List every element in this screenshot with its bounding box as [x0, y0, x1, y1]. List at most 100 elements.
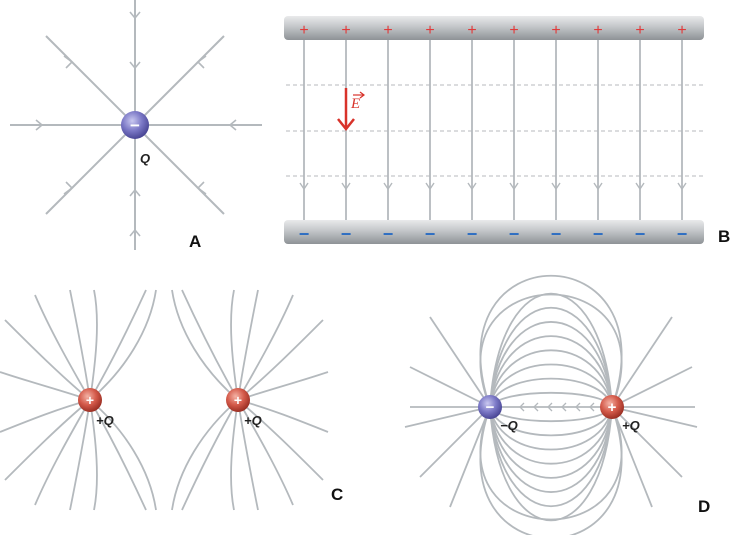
- field-line: [4, 319, 91, 401]
- field-arrowhead: [551, 182, 561, 191]
- minus-sign: −: [635, 224, 646, 244]
- field-line: [479, 406, 623, 535]
- field-arrowhead: [561, 402, 567, 412]
- field-line: [230, 289, 239, 401]
- panel-tag-c: C: [331, 485, 343, 504]
- field-line: [69, 289, 91, 401]
- field-arrowhead: [575, 402, 581, 412]
- minus-sign: −: [467, 224, 478, 244]
- field-line: [489, 377, 613, 408]
- field-label: E: [350, 96, 360, 112]
- field-arrowhead: [589, 402, 595, 412]
- field-line: [181, 289, 239, 401]
- field-vector: E: [337, 88, 365, 132]
- field-line: [69, 399, 91, 511]
- field-arrowhead: [593, 182, 603, 191]
- field-line: [89, 289, 147, 401]
- pos-charge-label: +Q: [622, 418, 640, 433]
- negative-charge-d: [478, 395, 502, 419]
- field-line: [419, 406, 491, 478]
- field-line: [489, 406, 613, 493]
- field-line: [89, 289, 98, 401]
- field-line: [489, 406, 613, 508]
- field-line: [181, 399, 239, 511]
- minus-sign: −: [341, 224, 352, 244]
- plus-sign: +: [467, 22, 476, 39]
- panel-tag-a: A: [189, 232, 201, 251]
- field-line: [409, 366, 491, 408]
- neg-charge-label: −Q: [500, 418, 518, 433]
- charge-sign-left: +: [86, 392, 94, 408]
- repelling-field-lines: [0, 289, 329, 511]
- field-line: [4, 399, 91, 481]
- field-line: [89, 399, 157, 511]
- top-plate: [284, 16, 704, 40]
- field-line: [34, 399, 91, 506]
- field-line: [171, 399, 239, 511]
- plus-sign: +: [551, 22, 560, 39]
- field-arrowhead: [635, 182, 645, 191]
- field-line: [230, 399, 239, 511]
- field-line: [489, 363, 613, 408]
- pos-sign: +: [608, 399, 617, 416]
- panel-c: + +Q + +Q C: [0, 289, 343, 511]
- panel-d: − −Q + +Q D: [404, 275, 710, 535]
- positive-charge-left: [78, 388, 102, 412]
- inward-arrowheads: [35, 11, 237, 237]
- minus-sign: −: [551, 224, 562, 244]
- field-line: [237, 399, 259, 511]
- field-line: [34, 294, 91, 401]
- neg-sign: −: [486, 399, 495, 416]
- positive-plate-signs: ++++++++++: [299, 22, 686, 39]
- negative-plate-signs: −−−−−−−−−−: [299, 224, 688, 244]
- field-line: [489, 406, 613, 479]
- plus-sign: +: [341, 22, 350, 39]
- dipole-field-lines: [404, 275, 698, 535]
- negative-charge: [121, 111, 149, 139]
- field-line: [489, 406, 613, 465]
- positive-charge-right: [226, 388, 250, 412]
- field-line: [237, 294, 294, 401]
- field-line: [0, 399, 91, 433]
- field-line: [489, 335, 613, 408]
- minus-sign: −: [593, 224, 604, 244]
- field-line: [404, 406, 491, 428]
- charge-sign-right: +: [234, 392, 242, 408]
- field-line: [89, 399, 147, 511]
- field-arrowhead: [467, 182, 477, 191]
- panel-tag-b: B: [718, 227, 730, 246]
- field-line: [237, 399, 294, 506]
- minus-sign: −: [677, 224, 688, 244]
- plus-sign: +: [593, 22, 602, 39]
- panel-b: E ++++++++++ −−−−−−−−−− B: [284, 16, 730, 246]
- field-line: [89, 289, 157, 401]
- field-line: [89, 399, 98, 511]
- minus-sign: −: [509, 224, 520, 244]
- field-arrowhead: [677, 182, 687, 191]
- plus-sign: +: [425, 22, 434, 39]
- field-line: [489, 406, 613, 451]
- plus-sign: +: [677, 22, 686, 39]
- field-arrowhead: [341, 182, 351, 191]
- field-arrowhead: [425, 182, 435, 191]
- field-line: [171, 289, 239, 401]
- uniform-field-lines: [299, 40, 687, 220]
- plus-sign: +: [299, 22, 308, 39]
- field-arrowhead: [509, 182, 519, 191]
- minus-sign: −: [299, 224, 310, 244]
- field-line: [237, 399, 324, 481]
- bottom-plate: [284, 220, 704, 244]
- field-arrowhead: [519, 402, 525, 412]
- field-arrowhead: [383, 182, 393, 191]
- field-line: [489, 306, 613, 408]
- positive-charge-d: [600, 395, 624, 419]
- panel-a: − Q A: [10, 0, 262, 251]
- charge-label: Q: [140, 151, 150, 166]
- charge-label-left: +Q: [96, 413, 114, 428]
- field-line: [237, 319, 324, 401]
- field-arrowhead: [299, 182, 309, 191]
- charge-label-right: +Q: [244, 413, 262, 428]
- plus-sign: +: [635, 22, 644, 39]
- field-arrowhead: [547, 402, 553, 412]
- panel-tag-d: D: [698, 497, 710, 516]
